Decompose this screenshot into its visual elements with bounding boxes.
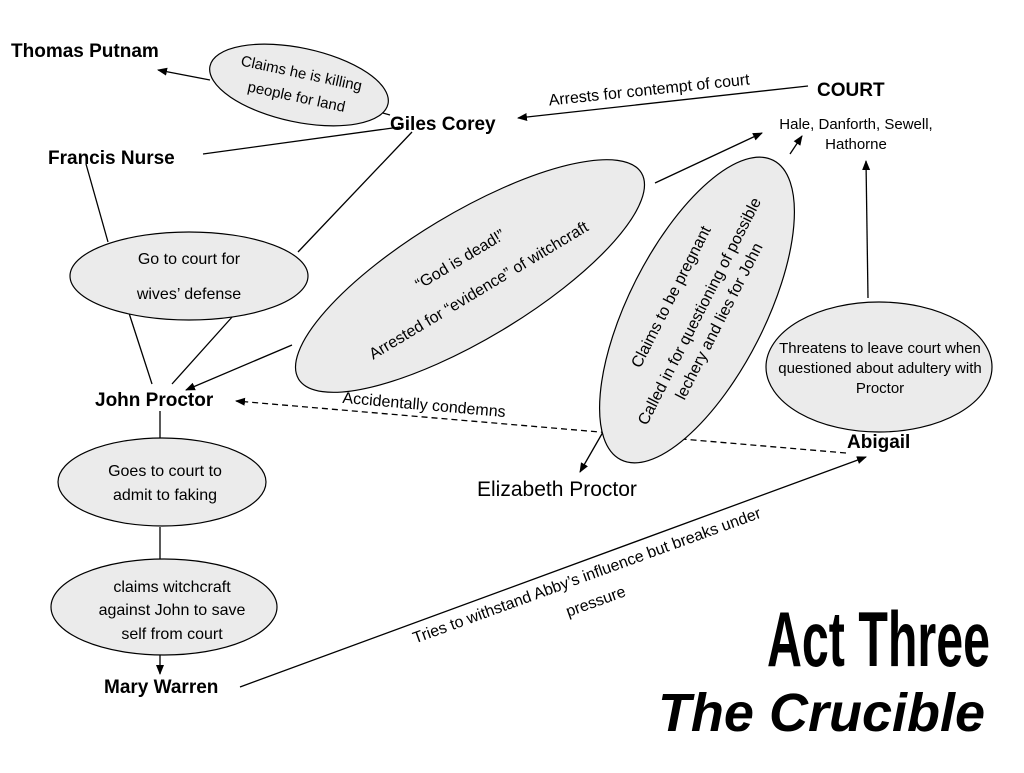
ellipse-threatens: Threatens to leave court when questioned… (765, 301, 993, 433)
node-francis-nurse: Francis Nurse (48, 148, 175, 169)
ellipse-claims-witchcraft: claims witchcraft against John to save s… (50, 558, 278, 656)
connectors (85, 67, 871, 688)
node-giles-corey: Giles Corey (390, 114, 496, 135)
edge-god-ellipse-to-john (185, 344, 293, 391)
faking-line-1: Goes to court to (108, 463, 222, 480)
node-court: COURT (817, 80, 885, 101)
edge-court-to-giles (517, 85, 809, 121)
ellipse-god-is-dead: “God is dead!” Arrested for “evidence” o… (294, 159, 646, 393)
node-thomas-putnam: Thomas Putnam (11, 41, 159, 62)
faking-line-2: admit to faking (113, 487, 217, 504)
witchcraft-line-3: self from court (121, 626, 223, 643)
wives-defense-line-1: Go to court for (138, 251, 241, 268)
edge-wives-to-john-right (171, 315, 234, 385)
threatens-line-3: Proctor (856, 380, 904, 397)
edge-pregnant-ellipse-to-elizabeth (579, 431, 604, 473)
node-mary-warren: Mary Warren (104, 677, 218, 698)
title-the-crucible: The Crucible (658, 683, 985, 743)
ellipse-wives-defense: Go to court for wives’ defense (69, 231, 309, 321)
edge-god-ellipse-to-court (654, 132, 763, 184)
witchcraft-line-1: claims witchcraft (113, 579, 231, 596)
edge-mary-to-abigail (239, 456, 867, 688)
wives-defense-line-2: wives’ defense (136, 286, 241, 303)
title-act-three: Act Three (767, 595, 990, 683)
ellipse-putnam-claim: Claims he is killing people for land (209, 43, 389, 127)
edge-giles-to-wives-ellipse (297, 131, 413, 253)
edge-pregnant-ellipse-to-court (789, 135, 803, 155)
witchcraft-line-2: against John to save (99, 602, 246, 619)
node-abigail: Abigail (847, 432, 910, 453)
edge-threatens-to-court (862, 160, 871, 299)
ellipse-claims-pregnant: Claims to be pregnant Called in for ques… (598, 156, 796, 464)
node-elizabeth-proctor: Elizabeth Proctor (477, 478, 637, 501)
edge-putnam-claim-to-thomas (157, 67, 211, 81)
threatens-line-2: questioned about adultery with (778, 360, 981, 377)
edge-francis-to-giles (202, 126, 401, 155)
ellipse-admit-faking: Goes to court to admit to faking (57, 437, 267, 527)
node-john-proctor: John Proctor (95, 390, 214, 411)
court-members-line-2: Hathorne (825, 136, 887, 153)
threatens-line-1: Threatens to leave court when (779, 340, 981, 357)
court-members-line-1: Hale, Danforth, Sewell, (779, 116, 932, 133)
label-withstand-line-1: Tries to withstand Abby’s influence but … (411, 505, 764, 647)
edge-francis-to-wives-ellipse (85, 163, 109, 243)
edge-wives-to-john-left (127, 309, 153, 385)
edge-abigail-to-john-dashed (235, 397, 847, 454)
